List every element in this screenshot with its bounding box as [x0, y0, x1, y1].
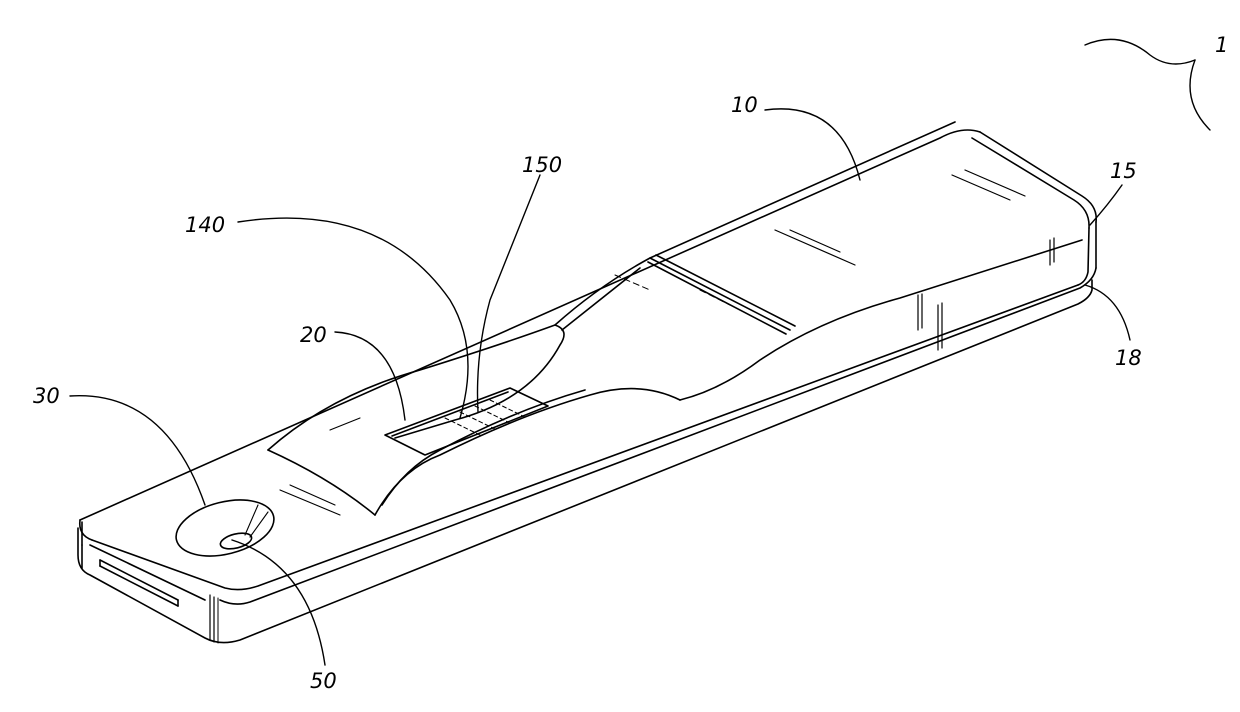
label-test-line: 140 [185, 213, 225, 237]
label-housing: 10 [731, 93, 758, 117]
handle-section [555, 122, 1082, 400]
label-end-face: 15 [1110, 159, 1137, 183]
housing-outline [78, 130, 1096, 643]
label-sample-well: 30 [33, 384, 60, 408]
window-recess [268, 325, 680, 515]
label-control-line: 150 [522, 153, 562, 177]
label-well-opening: 50 [310, 669, 337, 693]
reference-numerals: 1 10 15 18 20 30 50 140 150 [33, 33, 1228, 693]
label-seam: 18 [1115, 346, 1142, 370]
label-window: 20 [300, 323, 327, 347]
label-device: 1 [1215, 33, 1228, 57]
leader-lines [70, 39, 1210, 665]
